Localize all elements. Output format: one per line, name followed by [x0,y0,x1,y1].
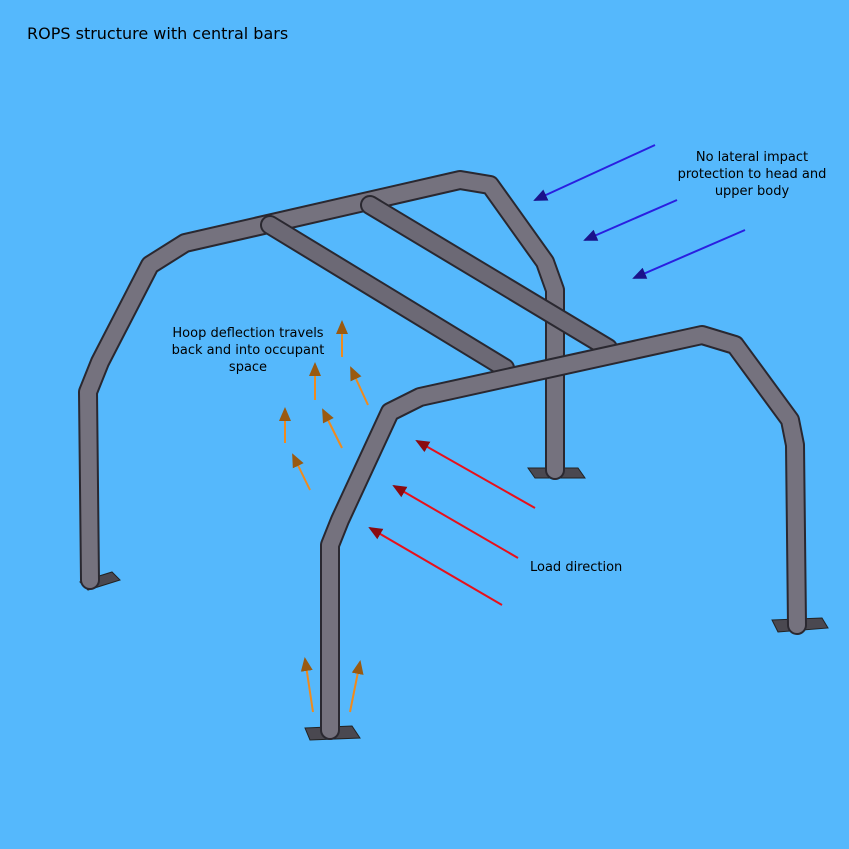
lateral-arrows [533,144,746,279]
deflection-arrows [279,320,369,713]
load-arrows [368,440,536,606]
front-hoop [320,325,807,740]
rear-hoop [78,170,565,590]
lateral-impact-note: No lateral impact protection to head and… [677,150,827,199]
hoop-deflection-note: Hoop deflection travels back and into oc… [171,326,325,375]
central-bars [260,195,618,378]
load-direction-label: Load direction [530,560,623,575]
foot-plates [79,467,829,741]
diagram-title: ROPS structure with central bars [27,24,289,43]
